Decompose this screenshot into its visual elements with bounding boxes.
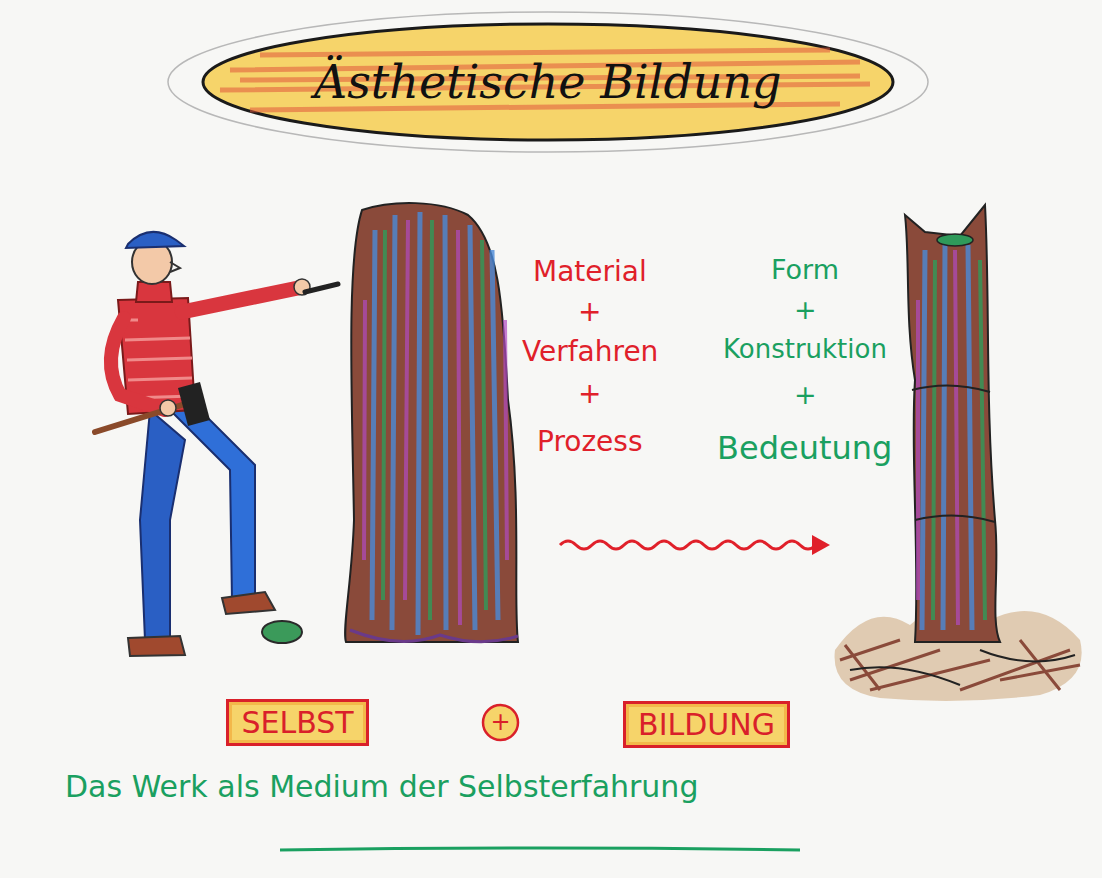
crayon-strokes bbox=[364, 220, 507, 625]
label-text: Material bbox=[533, 256, 647, 288]
caption-underline bbox=[280, 848, 800, 850]
plus-circle: + bbox=[481, 703, 520, 742]
outer-ellipse bbox=[168, 12, 928, 152]
wavy-arrow bbox=[560, 535, 830, 555]
hand bbox=[160, 400, 176, 416]
crayon-strokes bbox=[372, 212, 498, 635]
raised-arm bbox=[182, 288, 298, 312]
keyword-box: BILDUNG bbox=[623, 701, 790, 748]
crayon-strokes bbox=[918, 250, 958, 625]
label-text: Konstruktion bbox=[723, 335, 887, 365]
carving-lines bbox=[912, 385, 995, 522]
label-text: Bedeutung bbox=[717, 430, 892, 467]
left-leg bbox=[140, 410, 185, 640]
chisel bbox=[305, 284, 338, 292]
label-text: Verfahren bbox=[522, 336, 658, 368]
title-text: Ästhetische Bildung bbox=[314, 56, 782, 109]
turtleneck bbox=[136, 282, 172, 302]
shavings bbox=[840, 640, 1080, 690]
title-oval bbox=[168, 12, 928, 152]
node-text: + bbox=[481, 709, 520, 735]
shavings bbox=[850, 650, 1075, 685]
hammer-head bbox=[178, 382, 210, 426]
label-text: + bbox=[794, 294, 817, 325]
left-shoe bbox=[128, 636, 185, 656]
trunk-top bbox=[937, 234, 973, 246]
label-text: + bbox=[794, 379, 817, 410]
trunk-body bbox=[345, 203, 518, 642]
right-shoe bbox=[222, 592, 275, 614]
node-text: SELBST bbox=[229, 706, 366, 739]
label-text: + bbox=[578, 296, 601, 328]
trunk-base bbox=[350, 630, 518, 642]
crayon-strokes bbox=[922, 245, 972, 630]
nose bbox=[170, 262, 180, 272]
keyword-box: SELBST bbox=[226, 699, 369, 746]
trunk-body bbox=[905, 205, 1000, 642]
stone bbox=[262, 621, 302, 643]
caption-text: Das Werk als Medium der Selbsterfahrung bbox=[65, 770, 698, 805]
label-text: + bbox=[578, 378, 601, 410]
inner-ellipse bbox=[203, 24, 893, 140]
shirt-stripes bbox=[125, 320, 193, 398]
node-text: BILDUNG bbox=[626, 708, 787, 741]
arrow-head bbox=[812, 535, 830, 555]
crayon-hatching bbox=[220, 50, 870, 110]
right-leg bbox=[170, 405, 255, 600]
label-text: Prozess bbox=[537, 426, 643, 458]
sculptor-figure bbox=[95, 232, 338, 656]
label-text: Form bbox=[771, 254, 839, 285]
cap bbox=[126, 232, 184, 248]
crayon-strokes bbox=[383, 220, 486, 620]
raw-trunk bbox=[345, 203, 518, 642]
wave-line bbox=[560, 541, 816, 549]
lower-arm bbox=[111, 318, 165, 410]
